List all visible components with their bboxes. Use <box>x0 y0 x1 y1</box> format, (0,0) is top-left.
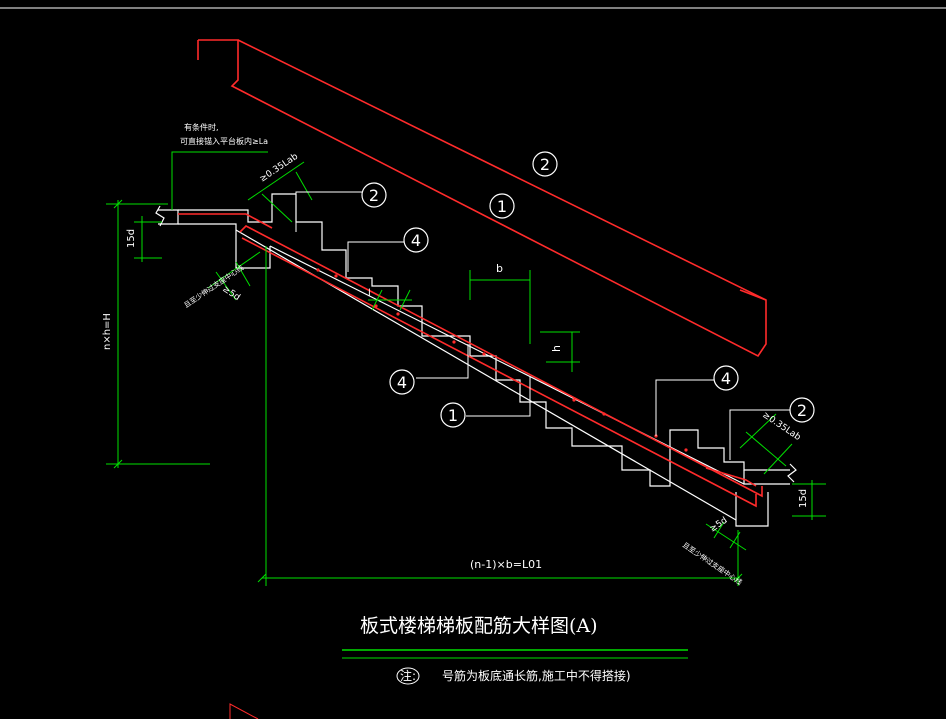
label-15d-left: 15d <box>126 229 137 248</box>
right-support-block <box>735 492 769 527</box>
dimension-lines <box>106 151 826 586</box>
label-l: l <box>368 288 371 299</box>
rebar-right-negative <box>705 467 757 487</box>
label-5d-left: ≥5d <box>220 284 241 303</box>
callout-label: 1 <box>448 406 458 425</box>
leader-lines <box>295 191 790 460</box>
right-break-symbol <box>787 463 797 483</box>
rebar-2-top-arm <box>237 39 767 301</box>
rebar-left-negative <box>178 213 273 229</box>
leader-bar2-top <box>295 191 362 232</box>
callout-label: 2 <box>540 155 550 174</box>
leader-bar4-top <box>347 241 404 272</box>
callout-bar-2-top: 2 <box>532 151 558 177</box>
note-marker-ring <box>396 667 420 685</box>
drawing-title: 板式楼梯梯板配筋大样图(A) <box>360 615 598 637</box>
slab-top-line <box>269 245 745 485</box>
rebar-2-top <box>198 39 767 358</box>
leader-bar4-right <box>655 379 714 436</box>
label-support-right: 且至少伸过支座中心线 <box>681 540 744 587</box>
callout-bar-4-right: 4 <box>713 365 739 391</box>
callout-label: 2 <box>369 186 379 205</box>
step-profile <box>295 194 790 487</box>
leader-bar1-mid <box>466 376 531 417</box>
callout-bar-1-top: 1 <box>489 193 515 219</box>
callout-bar-2-upper: 2 <box>361 182 387 208</box>
note-top-line2: 可直接锚入平台板内≥La <box>180 136 268 146</box>
leader-bar2-right <box>729 409 790 460</box>
callout-label: 4 <box>411 231 421 250</box>
label-height: n×h=H <box>102 313 113 350</box>
distribution-bars <box>316 268 688 452</box>
rebar-group <box>178 39 767 508</box>
label-5d-right: ≥5d <box>708 516 729 535</box>
dimension-text: 有条件时, 可直接锚入平台板内≥La ≥0.35Lab 15d n×h=H ≥5… <box>102 122 809 587</box>
callout-bar-4-mid: 4 <box>389 369 415 395</box>
callout-label: 4 <box>397 373 407 392</box>
label-15d-right: 15d <box>798 489 809 508</box>
label-b: b <box>496 262 503 275</box>
label-anchor-left: ≥0.35Lab <box>258 152 300 185</box>
left-landing-outline <box>158 209 179 225</box>
rebar-1-bottom <box>239 225 763 498</box>
callout-bar-1-mid: 1 <box>440 402 466 428</box>
right-landing-outline <box>743 470 790 485</box>
drawing-border-bottom-fragment <box>229 703 259 719</box>
note-marker: 注: <box>400 668 416 683</box>
label-h: h <box>550 345 563 352</box>
rebar-1-bottom-inner <box>241 237 757 508</box>
top-slab-edge <box>178 193 296 223</box>
callout-label: 1 <box>497 197 507 216</box>
leader-bar4-mid <box>416 344 469 379</box>
callout-label: 2 <box>797 401 807 420</box>
left-support-block <box>178 223 271 269</box>
label-length: (n-1)×b=L01 <box>470 558 542 571</box>
callout-bar-4-upper: 4 <box>403 227 429 253</box>
callout-label: 4 <box>721 369 731 388</box>
left-break-symbol <box>155 205 165 227</box>
note-text: 号筋为板底通长筋,施工中不得搭接) <box>442 668 631 683</box>
callout-bar-2-right: 2 <box>789 397 815 423</box>
note-top-line1: 有条件时, <box>184 122 219 132</box>
